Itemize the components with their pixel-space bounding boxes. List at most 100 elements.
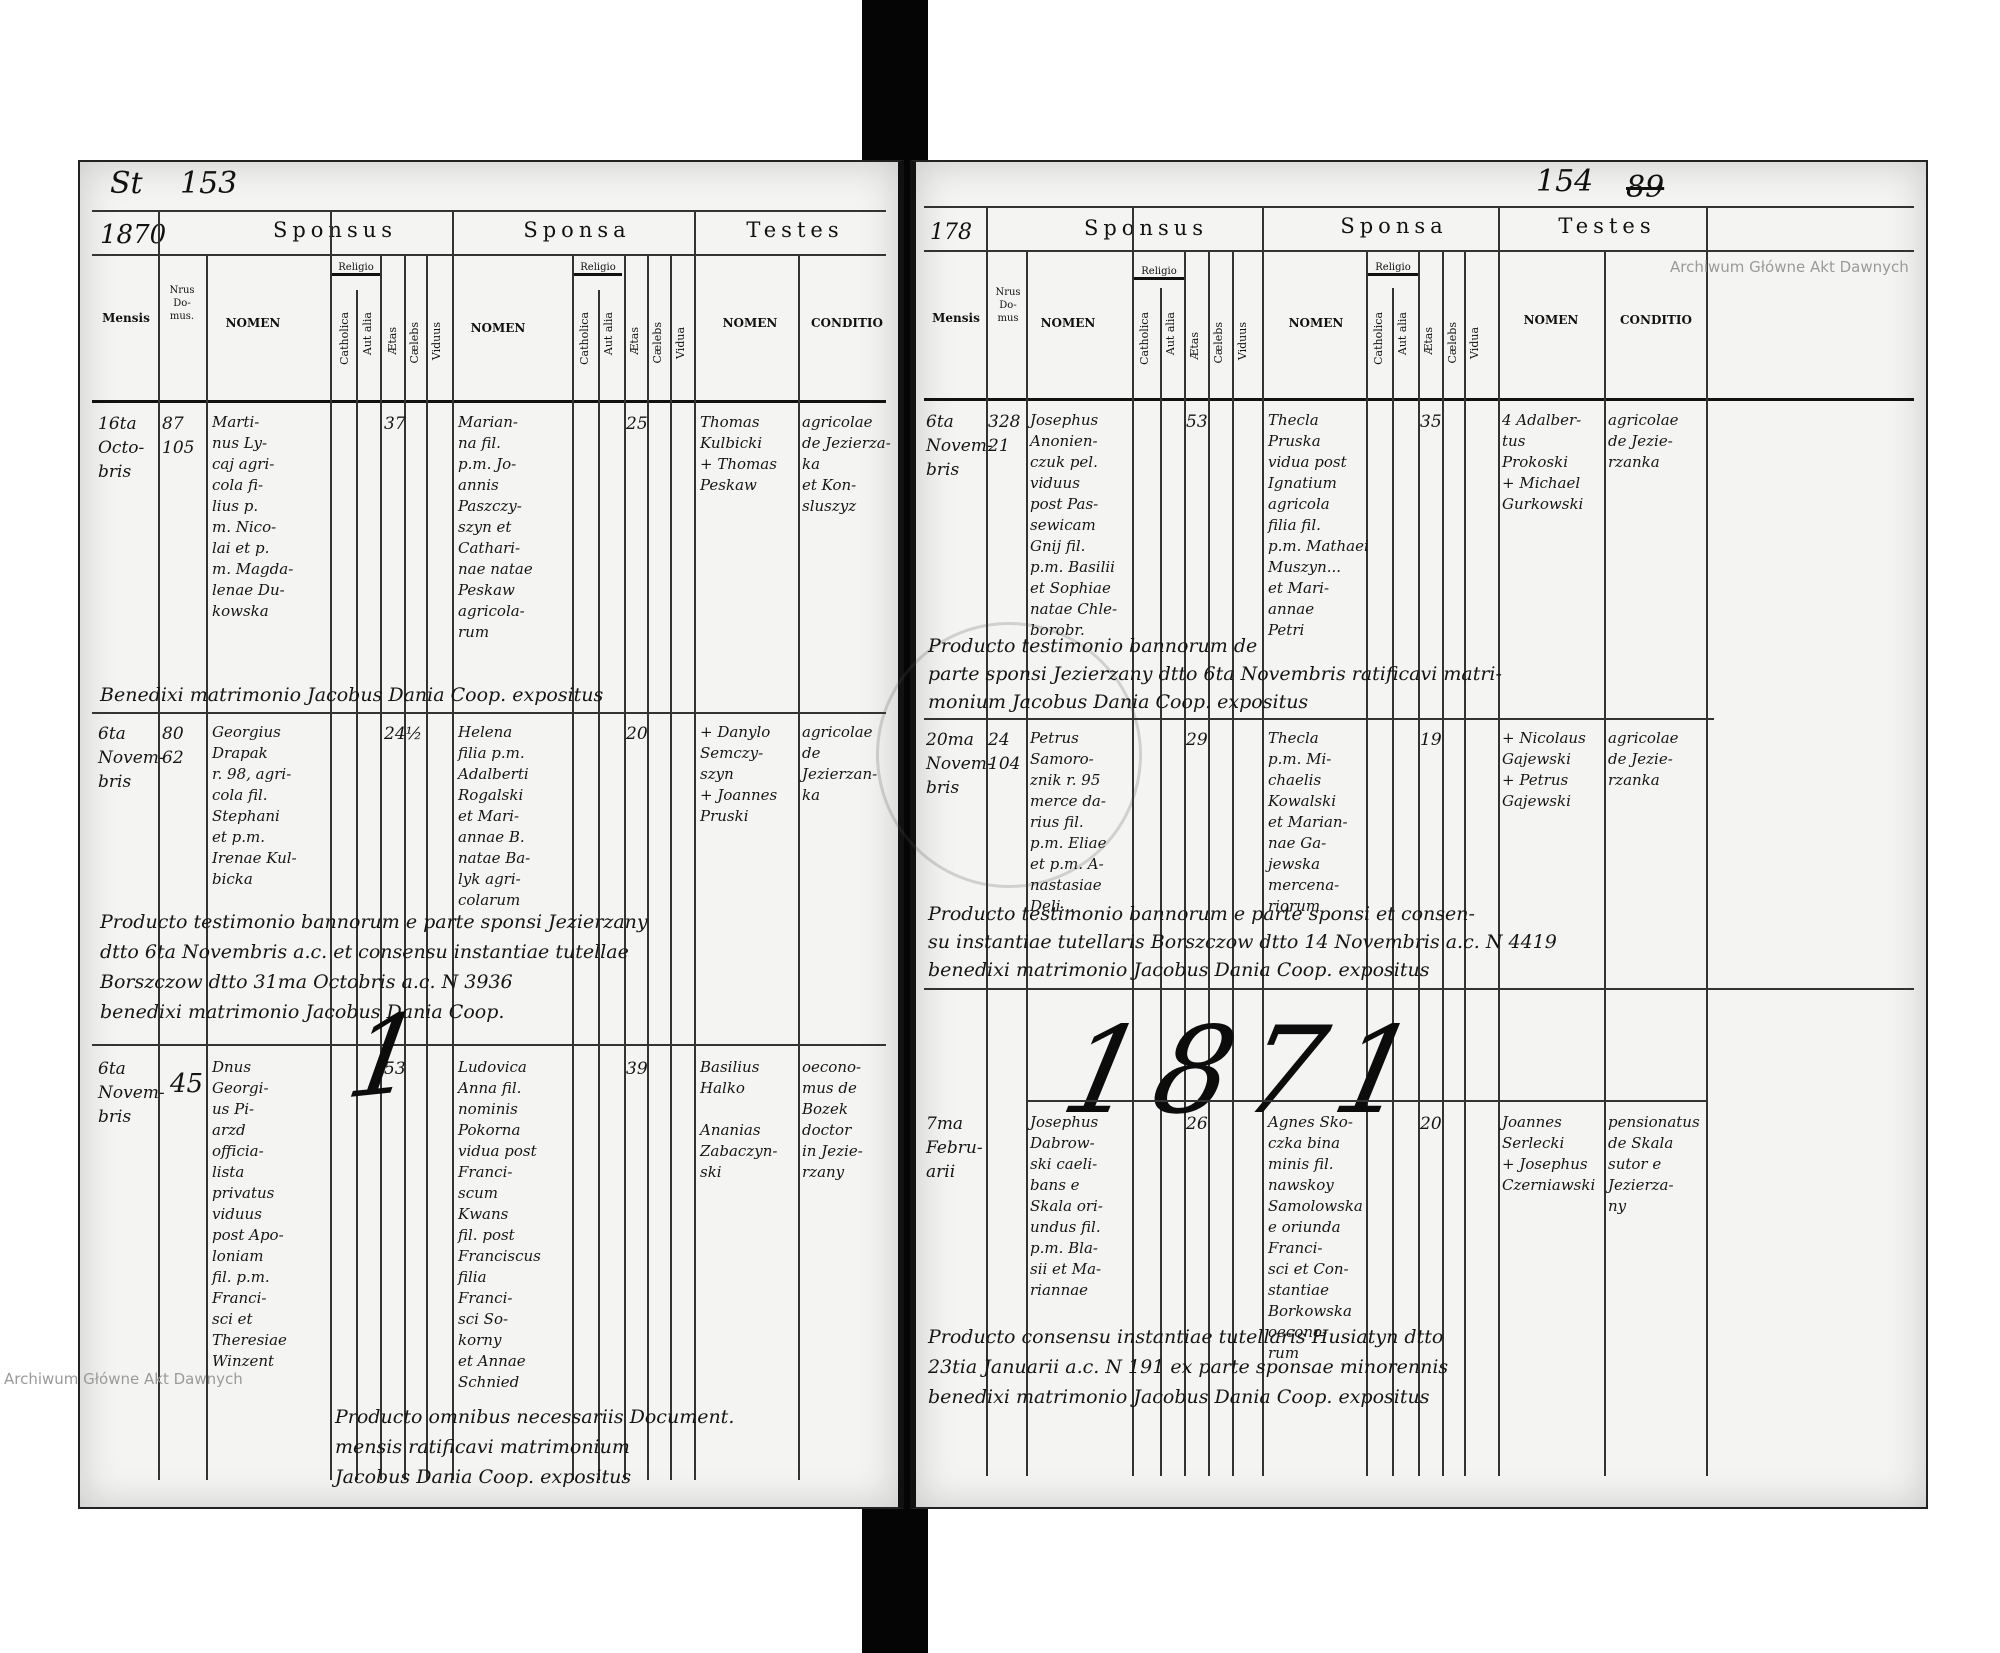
sponsa-aut-alia-header: Aut alia [602,312,615,356]
entry-1-mensis: 16ta Octo- bris [98,414,145,482]
entry-2-sponsus-age: 29 [1186,730,1208,750]
testes-conditio-header: CONDITIO [1620,313,1692,327]
entry-3-sponsus-age: 53 [384,1059,406,1079]
sponsus-header: Sponsus [1083,216,1209,240]
testes-nomen-header: NOMEN [1523,313,1579,327]
entry-2-conditio: agricolae de Jezie- rzanka [1608,729,1679,789]
entry-3-sponsus-age: 26 [1186,1114,1208,1134]
row-rule [92,1044,886,1046]
page-prefix: St [110,166,143,201]
entry-2-testes: + Danylo Semczy- szyn + Joannes Pruski [700,723,778,825]
entry-2-sponsa-age: 19 [1420,730,1442,750]
sponsus-religio-header: Religio [332,262,380,276]
entry-3-sponsa: Ludovica Anna fil. nominis Pokorna vidua… [458,1058,541,1391]
col-rule [426,254,428,1480]
entry-3-testes: Joannes Serlecki + Josephus Czerniawski [1502,1113,1596,1194]
sponsus-viduus-header: Viduus [430,322,443,361]
testes-conditio-header: CONDITIO [811,316,883,330]
entry-2-sponsa: Helena filia p.m. Adalberti Rogalski et … [458,723,531,909]
register-number: 178 [930,220,972,245]
sponsa-catholica-header: Catholica [1372,312,1385,365]
sponsus-aut-alia-header: Aut alia [361,312,374,356]
entry-1-sponsa: Thecla Pruska vidua post Ignatium agrico… [1268,411,1369,639]
entry-3-mensis: 6ta Novem- bris [98,1059,165,1127]
domus-col-header: Nrus Do- mus. [169,285,195,322]
entry-3-sponsa: Agnes Sko- czka bina minis fil. nawskoy … [1268,1113,1363,1362]
col-rule [452,210,454,1480]
entry-2-mensis: 6ta Novem- bris [98,724,165,792]
col-rule [1184,250,1186,1476]
year-heading: 1871 [1051,1002,1443,1141]
col-rule [1262,206,1264,1476]
col-rule [380,254,382,1480]
entry-1-testes: 4 Adalber- tus Prokoski + Michael Gurkow… [1502,411,1584,513]
entry-2-testes: + Nicolaus Gajewski + Petrus Gajewski [1502,729,1586,810]
entry-3-note: Producto omnibus necessariis Document. m… [335,1406,735,1488]
sponsus-aut-alia-header: Aut alia [1164,312,1177,356]
col-rule [1464,250,1466,1476]
domus-col-header: Nrus Do- mus [995,287,1021,324]
right-register-page: 154 89 178 Sponsus Sponsa Testes Mensis … [876,160,1928,1509]
sponsus-aetas-header: Ætas [386,327,399,355]
header-bottom-rule [92,400,886,403]
entry-2-sponsus: Georgius Drapak r. 98, agri- cola fil. S… [212,723,297,888]
sponsa-aetas-header: Ætas [628,327,641,355]
entry-1-mensis: 6ta Novem- bris [926,412,993,480]
col-rule [572,254,574,1480]
entry-2-sponsa: Thecla p.m. Mi- chaelis Kowalski et Mari… [1268,729,1348,915]
entry-1-note: Producto testimonio bannorum de parte sp… [928,635,1502,713]
col-rule [1706,206,1708,1476]
sponsa-vidua-header: Vidua [1468,327,1481,359]
archive-watermark-bottom: Archiwum Główne Akt Dawnych [4,1370,243,1388]
row-rule [92,712,886,714]
col-rule [624,254,626,1480]
col-rule [1232,250,1234,1476]
sponsus-religio-header: Religio [1134,266,1184,280]
col-rule [1442,250,1444,1476]
col-rule [1418,250,1420,1476]
col-rule [206,254,208,1480]
col-rule [647,254,649,1480]
entry-3-mensis: 7ma Febru- arii [926,1114,983,1182]
entry-1-sponsus-age: 37 [384,414,406,434]
row-rule [1026,1100,1706,1102]
register-year-note: 1870 [100,220,167,250]
entry-3-conditio: pensionatus de Skala sutor e Jezierza- n… [1608,1113,1700,1215]
archive-watermark-top: Archiwum Główne Akt Dawnych [1670,258,1909,276]
entry-3-testes: Basilius Halko Ananias Zabaczyn- ski [700,1058,778,1181]
page-number: 153 [180,166,238,201]
sponsa-religio-header: Religio [574,262,622,276]
entry-2-sponsus-age: 24½ [384,724,423,744]
entry-2-note: Producto testimonio bannorum e parte spo… [928,903,1557,981]
entry-1-sponsus: Josephus Anonien- czuk pel. viduus post … [1030,411,1118,639]
entry-3-note: Producto consensu instantiae tutellaris … [928,1326,1449,1408]
sponsa-header: Sponsa [523,218,631,242]
col-rule [1366,250,1368,1476]
sponsus-aetas-header: Ætas [1188,332,1201,360]
testes-header: Testes [746,218,844,242]
col-rule [1604,250,1606,1476]
sponsus-catholica-header: Catholica [338,312,351,365]
col-rule [598,290,600,1480]
sponsus-viduus-header: Viduus [1236,322,1249,361]
sponsa-nomen-header: NOMEN [470,321,526,335]
entry-2-sponsus: Petrus Samoro- znik r. 95 merce da- rius… [1030,729,1107,915]
sponsa-vidua-header: Vidua [674,327,687,359]
sponsa-caelebs-header: Cælebs [1446,322,1459,364]
testes-header: Testes [1558,214,1656,238]
sponsa-catholica-header: Catholica [578,312,591,365]
col-rule [356,290,358,1480]
mensis-col-header: Mensis [932,311,980,325]
sponsa-header: Sponsa [1340,214,1448,238]
col-rule [330,210,332,1480]
entry-2-domus: 24 104 [988,730,1021,774]
entry-3-conditio: oecono- mus de Bozek doctor in Jezie- rz… [802,1058,863,1181]
entry-3-sponsa-age: 39 [626,1059,648,1079]
col-rule [1132,206,1134,1476]
table-top-rule [92,210,886,212]
sponsus-nomen-header: NOMEN [225,316,281,330]
entry-3-sponsus: Dnus Georgi- us Pi- arzd officia- lista … [212,1058,287,1370]
col-rule [1498,206,1500,1476]
entry-1-domus: 328 21 [988,412,1021,456]
table-top-rule [924,206,1914,208]
